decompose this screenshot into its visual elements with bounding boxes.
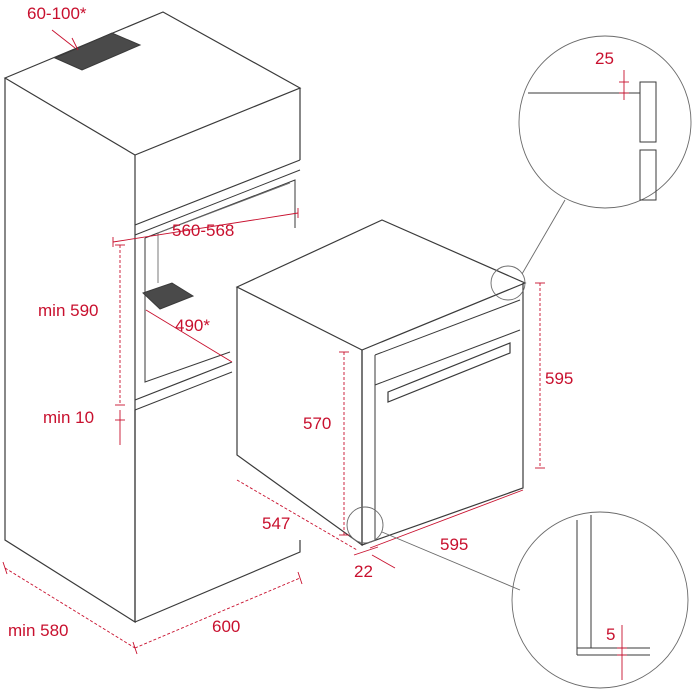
cabinet-width-label: 600 <box>212 617 240 636</box>
top-vent-label: 60-100* <box>27 4 87 23</box>
niche-depth-label: 490* <box>175 316 210 335</box>
dimension-labels: 60-100* 560-568 min 590 490* min 10 min … <box>8 4 615 644</box>
detail-top-gap-label: 25 <box>595 49 614 68</box>
cabinet <box>3 11 302 624</box>
top-vent-opening <box>53 32 142 71</box>
oven <box>235 219 527 547</box>
oven-height-label: 595 <box>545 369 573 388</box>
detail-bottom-gap-label: 5 <box>606 625 615 644</box>
bottom-gap-label: min 10 <box>43 408 94 427</box>
cabinet-depth-label: min 580 <box>8 621 68 640</box>
niche-height-label: min 590 <box>38 301 98 320</box>
dimension-lines <box>2 29 545 655</box>
bottom-detail-callout <box>346 506 689 689</box>
niche-vent-opening <box>142 282 195 310</box>
niche-width-label: 560-568 <box>172 221 234 240</box>
oven-width-label: 595 <box>440 535 468 554</box>
top-detail-callout <box>490 35 692 301</box>
door-thickness-label: 22 <box>354 562 373 581</box>
oven-depth-label: 547 <box>262 514 290 533</box>
oven-door-handle <box>387 342 511 403</box>
oven-body-height-label: 570 <box>303 414 331 433</box>
